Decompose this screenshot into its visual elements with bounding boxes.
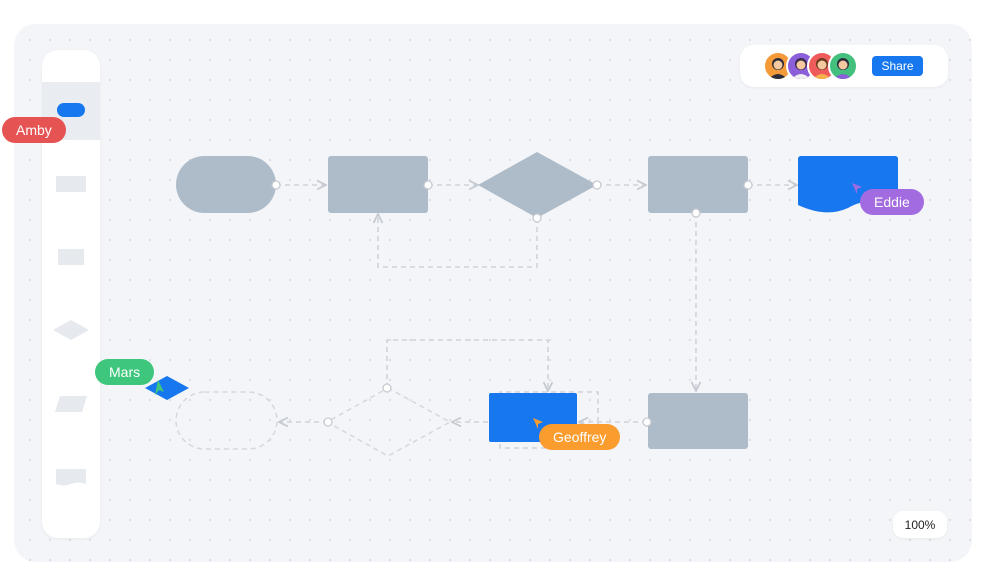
- share-button[interactable]: Share: [872, 56, 923, 76]
- zoom-level[interactable]: 100%: [893, 511, 947, 538]
- decision-shape-1[interactable]: [478, 152, 597, 218]
- rounded-rect-tool[interactable]: [42, 90, 100, 130]
- user-avatar-icon: [833, 58, 853, 79]
- cursor-label-geoffrey: Geoffrey: [539, 424, 621, 450]
- parallelogram-tool[interactable]: [42, 384, 100, 424]
- process-shape-1[interactable]: [328, 156, 428, 213]
- cursor-arrow-icon: [533, 418, 543, 429]
- diamond-icon: [53, 320, 89, 340]
- square-tool[interactable]: [42, 237, 100, 277]
- document-shape-tool[interactable]: [42, 458, 100, 498]
- rectangle-tool[interactable]: [42, 164, 100, 204]
- end-terminal-shape[interactable]: [175, 391, 278, 450]
- cursor-label-mars: Mars: [95, 359, 155, 385]
- user-avatar-icon: [768, 58, 788, 79]
- cursor-label-eddie: Eddie: [860, 189, 924, 215]
- document-icon: [56, 469, 86, 486]
- rounded-rect-icon: [57, 103, 85, 117]
- decision-shape-2[interactable]: [325, 387, 452, 457]
- start-terminal-shape[interactable]: [176, 156, 276, 213]
- user-avatar-icon: [791, 58, 811, 79]
- cursor-label-amby: Amby: [2, 117, 66, 143]
- diamond-tool[interactable]: [42, 310, 100, 350]
- avatar[interactable]: [828, 51, 858, 81]
- square-icon: [58, 249, 84, 265]
- dragged-diamond-shape[interactable]: [145, 376, 189, 400]
- process-shape-2[interactable]: [648, 156, 748, 213]
- canvas[interactable]: [14, 24, 972, 562]
- cursor-arrow-icon: [852, 183, 862, 194]
- connection-ports[interactable]: [271, 180, 753, 427]
- collaborators-panel: Share: [740, 45, 948, 87]
- process-shape-3[interactable]: [648, 393, 748, 449]
- rectangle-icon: [56, 176, 86, 192]
- cursor-arrow-icon: [155, 380, 164, 395]
- parallelogram-icon: [55, 396, 87, 412]
- user-avatar-icon: [812, 58, 832, 79]
